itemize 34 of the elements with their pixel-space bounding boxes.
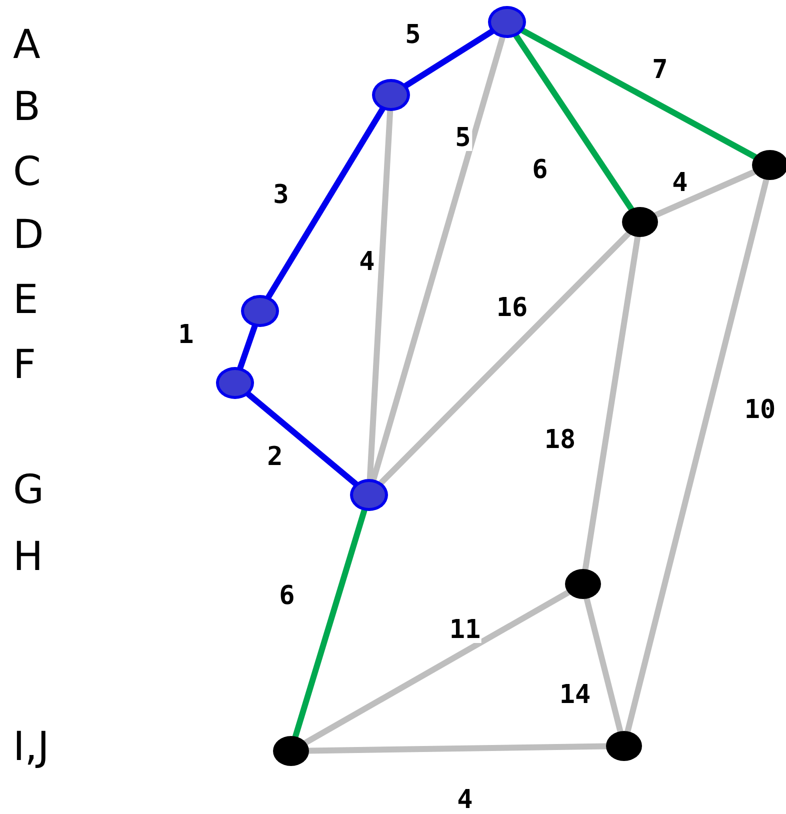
- row-label: D: [13, 215, 44, 255]
- graph-node: [565, 569, 601, 599]
- graph-edge: [370, 34, 506, 482]
- graph-edge: [266, 106, 386, 300]
- graph-edge: [245, 391, 359, 487]
- graph-edge: [520, 28, 758, 160]
- graph-edge: [292, 508, 368, 740]
- graph-node: [488, 6, 526, 38]
- row-label: A: [13, 25, 40, 65]
- graph-node: [752, 150, 786, 180]
- graph-edge: [652, 168, 758, 218]
- graph-edge: [378, 230, 632, 486]
- graph-edge: [237, 323, 258, 371]
- graph-node: [372, 79, 410, 111]
- row-label: E: [13, 280, 38, 320]
- row-label: H: [13, 537, 44, 577]
- graph-edge: [306, 743, 609, 754]
- graph-edge: [403, 28, 495, 88]
- graph-node: [216, 367, 254, 399]
- graph-edge: [302, 590, 572, 746]
- row-label: B: [13, 87, 40, 127]
- graph-node: [622, 207, 658, 237]
- graph-edge: [513, 32, 634, 212]
- row-label: I,J: [13, 727, 50, 767]
- graph-node: [273, 736, 309, 766]
- graph-edge: [584, 596, 624, 734]
- graph-edge: [624, 176, 770, 734]
- row-label: C: [13, 152, 41, 192]
- graph-node: [241, 295, 279, 327]
- row-label: G: [13, 470, 44, 510]
- graph-node: [350, 479, 388, 511]
- row-label: F: [13, 345, 36, 385]
- graph-node: [606, 731, 642, 761]
- edge-label: 5: [454, 125, 472, 151]
